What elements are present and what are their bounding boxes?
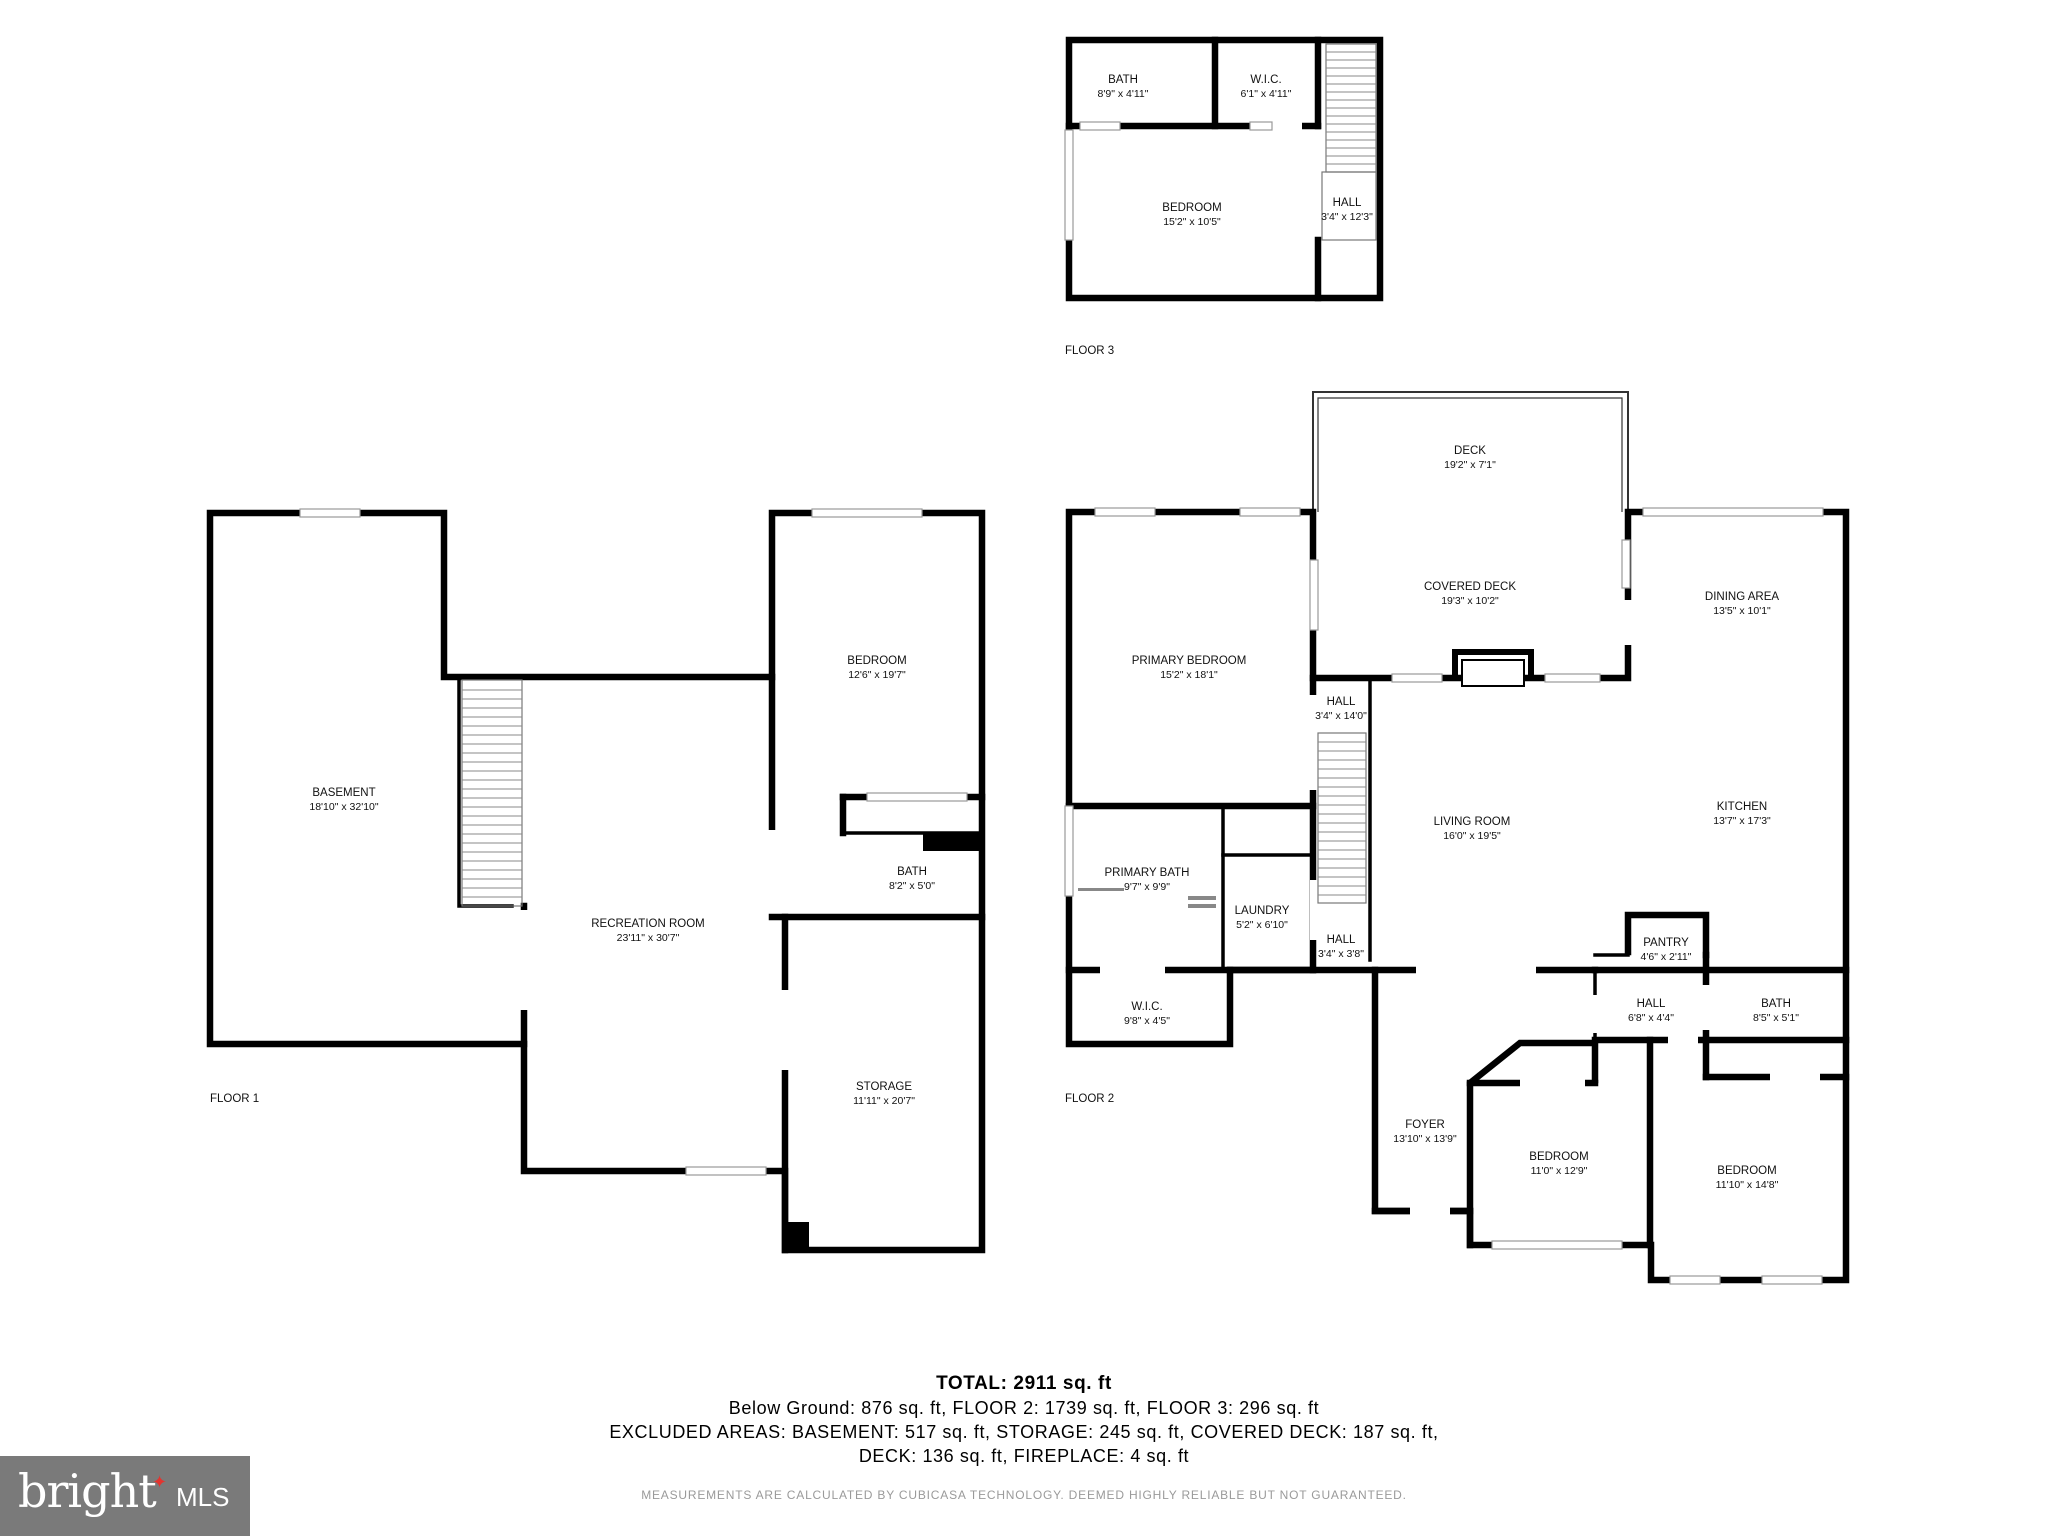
room-dims: 15'2" x 18'1"	[1160, 669, 1218, 681]
room-name: KITCHEN	[1717, 801, 1767, 813]
room-dims: 3'4" x 14'0"	[1315, 710, 1367, 722]
room-dims: 6'8" x 4'4"	[1628, 1012, 1674, 1024]
room-name: BEDROOM	[1717, 1165, 1776, 1177]
room-name: BEDROOM	[1529, 1151, 1588, 1163]
room-name: PRIMARY BATH	[1105, 867, 1190, 879]
room-name: PANTRY	[1643, 937, 1689, 949]
room-dims: 13'10" x 13'9"	[1393, 1133, 1457, 1145]
room-dims: 11'10" x 14'8"	[1716, 1179, 1779, 1191]
room-name: RECREATION ROOM	[591, 918, 705, 930]
floor-label: FLOOR 2	[1065, 1093, 1114, 1105]
room-labels: FLOOR 3 FLOOR 1 FLOOR 2 BATH 8'9" x 4'11…	[210, 74, 1799, 1191]
room-dims: 13'5" x 10'1"	[1713, 605, 1771, 617]
room-dims: 3'4" x 3'8"	[1318, 948, 1364, 960]
logo-suffix: MLS	[176, 1482, 230, 1512]
floor-label: FLOOR 1	[210, 1093, 259, 1105]
room-name: FOYER	[1405, 1119, 1445, 1131]
room-name: BASEMENT	[312, 787, 375, 799]
room-name: BATH	[1108, 74, 1138, 86]
room-name: LIVING ROOM	[1434, 816, 1511, 828]
room-dims: 8'9" x 4'11"	[1098, 88, 1149, 100]
room-dims: 12'6" x 19'7"	[848, 669, 906, 681]
room-name: LAUNDRY	[1235, 905, 1290, 917]
room-dims: 13'7" x 17'3"	[1713, 815, 1771, 827]
floor-2-plan	[1064, 391, 1850, 1285]
room-name: STORAGE	[856, 1081, 912, 1093]
room-name: HALL	[1333, 197, 1362, 209]
room-name: HALL	[1327, 696, 1356, 708]
room-dims: 11'11" x 20'7"	[853, 1095, 915, 1107]
room-dims: 3'4" x 12'3"	[1321, 211, 1373, 223]
logo-spark-icon: ✦	[152, 1472, 168, 1492]
room-name: HALL	[1327, 934, 1356, 946]
room-dims: 4'6" x 2'11"	[1641, 951, 1692, 963]
logo-brand: bright	[18, 1464, 157, 1518]
room-dims: 5'2" x 6'10"	[1236, 919, 1288, 931]
total-area: TOTAL: 2911 sq. ft	[936, 1373, 1112, 1394]
room-name: BEDROOM	[847, 655, 906, 667]
disclaimer: MEASUREMENTS ARE CALCULATED BY CUBICASA …	[641, 1488, 1407, 1502]
room-name: DECK	[1454, 445, 1486, 457]
room-dims: 8'5" x 5'1"	[1753, 1012, 1799, 1024]
floor-3-stairs	[1325, 43, 1377, 173]
bright-mls-logo: bright ✦ MLS	[0, 1456, 250, 1536]
floor-3-plan	[1064, 36, 1384, 302]
room-dims: 11'0" x 12'9"	[1531, 1165, 1588, 1177]
room-dims: 8'2" x 5'0"	[889, 880, 935, 892]
room-name: W.I.C.	[1131, 1001, 1162, 1013]
room-dims: 9'7" x 9'9"	[1124, 881, 1170, 893]
excluded-areas-line: EXCLUDED AREAS: BASEMENT: 517 sq. ft, ST…	[609, 1422, 1439, 1442]
room-name: W.I.C.	[1250, 74, 1281, 86]
room-name: BATH	[1761, 998, 1791, 1010]
area-breakdown-line: Below Ground: 876 sq. ft, FLOOR 2: 1739 …	[728, 1398, 1320, 1418]
room-dims: 15'2" x 10'5"	[1163, 216, 1221, 228]
floor-1-stairs	[461, 679, 523, 907]
room-name: COVERED DECK	[1424, 581, 1516, 593]
floor-label: FLOOR 3	[1065, 345, 1114, 357]
room-dims: 19'3" x 10'2"	[1441, 595, 1499, 607]
room-dims: 9'8" x 4'5"	[1124, 1015, 1170, 1027]
floor-2-stairs	[1317, 732, 1367, 904]
room-name: BEDROOM	[1162, 202, 1221, 214]
room-dims: 19'2" x 7'1"	[1444, 459, 1496, 471]
room-dims: 6'1" x 4'11"	[1241, 88, 1292, 100]
room-name: BATH	[897, 866, 927, 878]
room-name: DINING AREA	[1705, 591, 1779, 603]
excluded-areas-line: DECK: 136 sq. ft, FIREPLACE: 4 sq. ft	[858, 1446, 1190, 1466]
room-name: PRIMARY BEDROOM	[1132, 655, 1247, 667]
room-dims: 23'11" x 30'7"	[617, 932, 680, 944]
room-dims: 16'0" x 19'5"	[1443, 830, 1501, 842]
room-dims: 18'10" x 32'10"	[309, 801, 379, 813]
area-summary: TOTAL: 2911 sq. ft Below Ground: 876 sq.…	[0, 1372, 2048, 1468]
floor-1-plan	[206, 508, 986, 1254]
room-name: HALL	[1637, 998, 1666, 1010]
